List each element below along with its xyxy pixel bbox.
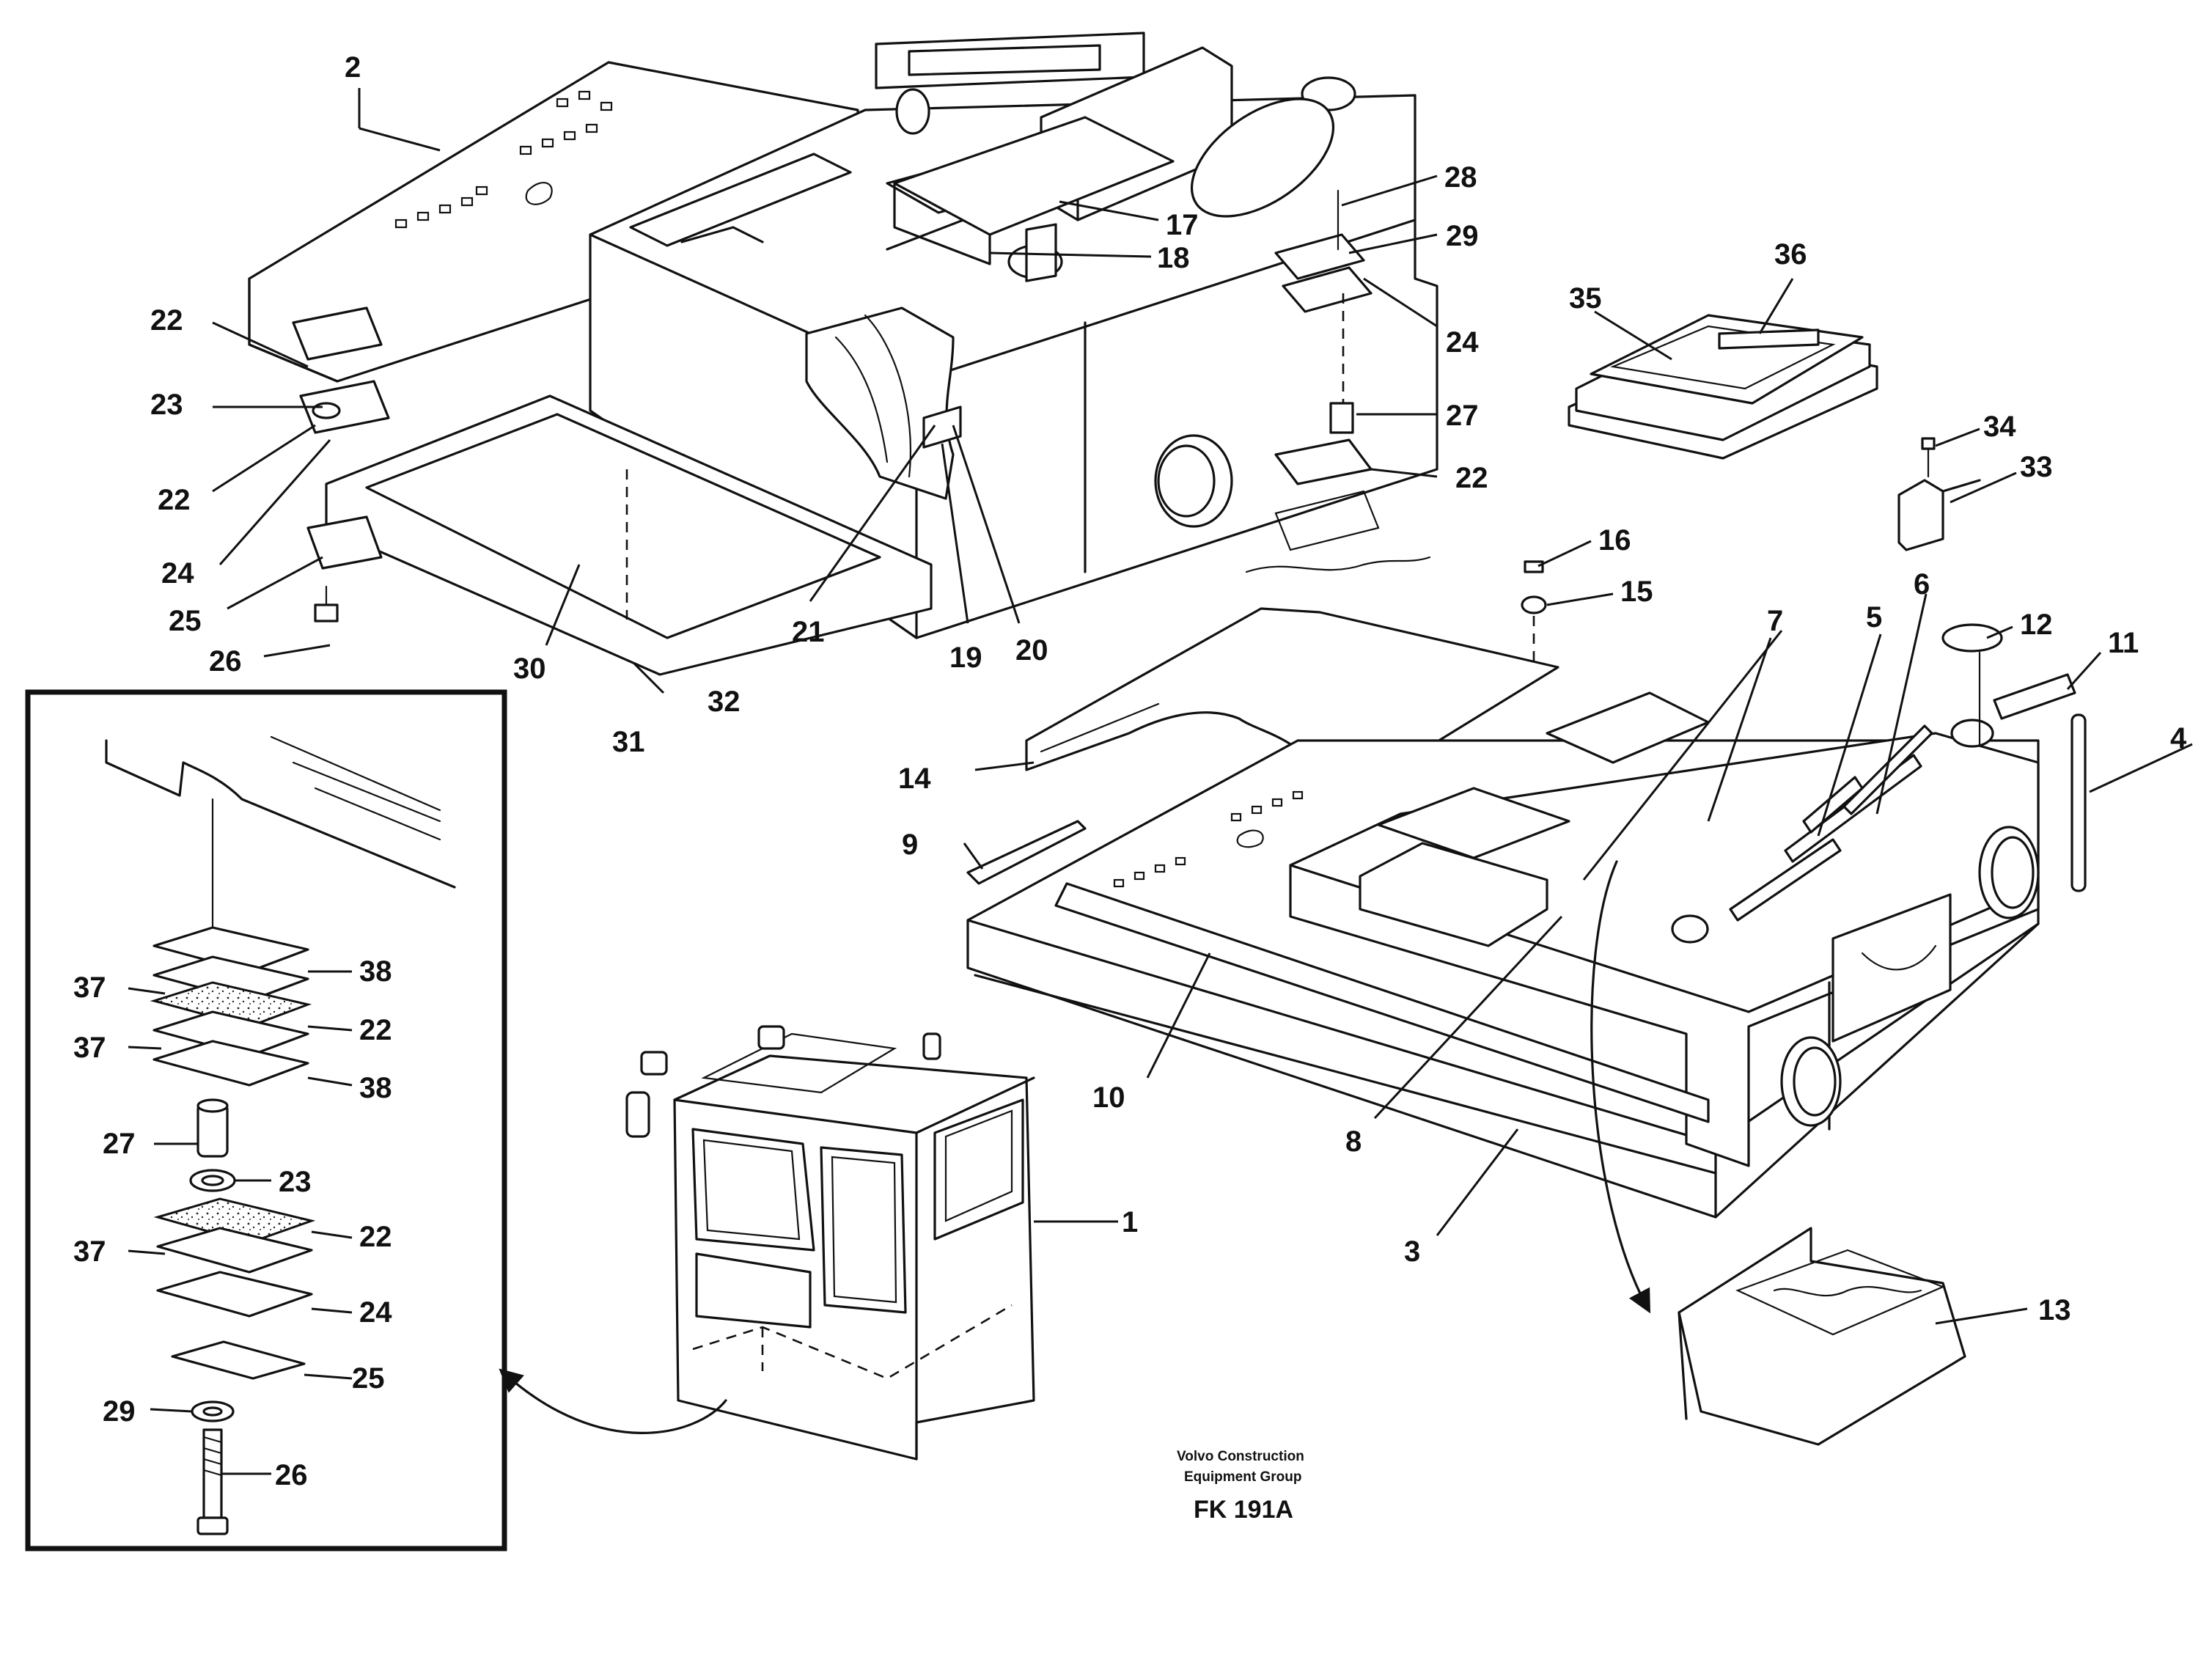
callout-21: 21 — [792, 616, 825, 648]
callout-22c: 22 — [158, 484, 191, 516]
callout-19: 19 — [949, 642, 982, 674]
callout-14: 14 — [898, 763, 931, 795]
callout-7: 7 — [1767, 605, 1783, 637]
callout-9: 9 — [902, 829, 918, 861]
callout-26b: 26 — [275, 1459, 308, 1491]
callout-27a: 27 — [1446, 400, 1479, 432]
callout-11: 11 — [2108, 627, 2139, 659]
callout-15: 15 — [1620, 576, 1653, 608]
callout-18: 18 — [1157, 242, 1190, 274]
callout-25b: 25 — [352, 1362, 385, 1395]
callout-24a: 24 — [1446, 326, 1479, 359]
bracket-drawing — [1897, 427, 2017, 551]
callout-22a: 22 — [150, 304, 183, 337]
callout-38a: 38 — [359, 955, 392, 988]
callout-28: 28 — [1444, 161, 1477, 194]
callout-1: 1 — [1122, 1206, 1138, 1238]
callout-16: 16 — [1598, 524, 1631, 557]
callout-27b: 27 — [103, 1128, 136, 1160]
callout-22e: 22 — [359, 1221, 392, 1253]
callout-29b: 29 — [103, 1395, 136, 1428]
callout-13: 13 — [2038, 1294, 2071, 1326]
callout-22d: 22 — [359, 1014, 392, 1046]
caption-company-line1: Volvo Construction — [1177, 1449, 1304, 1464]
callout-35: 35 — [1569, 282, 1602, 315]
callout-10: 10 — [1092, 1081, 1125, 1114]
cab-frame-upper-drawing — [212, 32, 1438, 694]
callout-3: 3 — [1404, 1235, 1420, 1268]
callout-37b: 37 — [73, 1032, 106, 1064]
callout-24b: 24 — [161, 557, 194, 590]
inset-detail-drawing — [25, 689, 507, 1551]
callout-6: 6 — [1914, 568, 1930, 601]
callout-26a: 26 — [209, 645, 242, 677]
callout-33: 33 — [2020, 451, 2053, 483]
callout-29: 29 — [1446, 220, 1479, 252]
callout-25a: 25 — [169, 605, 202, 637]
callout-24c: 24 — [359, 1296, 392, 1329]
callout-37a: 37 — [73, 972, 106, 1004]
callout-31: 31 — [612, 726, 645, 758]
operator-cab-drawing — [499, 1025, 1118, 1461]
cushion-set-drawing — [1568, 278, 1878, 460]
callout-20: 20 — [1015, 634, 1048, 666]
callout-4: 4 — [2170, 722, 2187, 754]
callout-labels: 2 28 17 29 18 24 22 23 27 22 22 24 25 26… — [73, 51, 2187, 1491]
figure-caption: Volvo Construction Equipment Group FK 19… — [1177, 1449, 1304, 1524]
callout-37c: 37 — [73, 1235, 106, 1268]
caption-company-line2: Equipment Group — [1184, 1469, 1301, 1485]
callout-30: 30 — [513, 653, 546, 685]
callout-22b: 22 — [1455, 462, 1488, 494]
callout-36: 36 — [1774, 238, 1807, 271]
callout-17: 17 — [1166, 209, 1199, 241]
callout-38b: 38 — [359, 1072, 392, 1104]
callout-23b: 23 — [279, 1166, 312, 1198]
caption-figure-code: FK 191A — [1194, 1496, 1293, 1524]
callout-34: 34 — [1983, 411, 2016, 443]
callout-5: 5 — [1866, 601, 1882, 633]
callout-12: 12 — [2020, 609, 2053, 641]
callout-32: 32 — [708, 686, 741, 718]
callout-23a: 23 — [150, 389, 183, 421]
lower-frame-drawing — [963, 540, 2193, 1446]
callout-8: 8 — [1345, 1125, 1362, 1158]
callout-2: 2 — [345, 51, 361, 84]
